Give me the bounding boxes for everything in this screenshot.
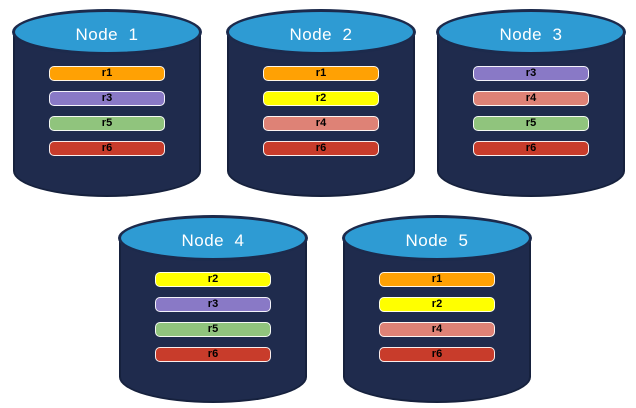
partition-bar: r1	[49, 66, 165, 81]
cylinder-body	[119, 238, 307, 403]
cylinder-top-ellipse: Node 1	[12, 9, 202, 55]
partition-bar: r5	[49, 116, 165, 131]
cylinder-body	[227, 32, 415, 197]
partition-bar: r6	[49, 141, 165, 156]
partition-bar: r5	[473, 116, 589, 131]
partition-bar: r1	[379, 272, 495, 287]
cylinder-top-ellipse: Node 5	[342, 215, 532, 261]
node-title: Node 5	[405, 230, 469, 250]
partition-list: r1 r2 r4 r6	[342, 272, 532, 362]
node-title: Node 3	[499, 24, 563, 44]
partition-bar: r2	[263, 91, 379, 106]
partition-bar: r6	[379, 347, 495, 362]
node-cylinder-5: Node 5 r1 r2 r4 r6	[342, 215, 532, 403]
cylinder-top-ellipse: Node 3	[436, 9, 626, 55]
partition-bar: r6	[473, 141, 589, 156]
partition-bar: r4	[263, 116, 379, 131]
partition-list: r3 r4 r5 r6	[436, 66, 626, 156]
partition-bar: r6	[263, 141, 379, 156]
partition-bar: r2	[379, 297, 495, 312]
partition-bar: r4	[379, 322, 495, 337]
cylinder-body	[343, 238, 531, 403]
cylinder-body	[13, 32, 201, 197]
node-title: Node 2	[289, 24, 353, 44]
cylinder-top-ellipse: Node 2	[226, 9, 416, 55]
partition-list: r1 r3 r5 r6	[12, 66, 202, 156]
node-title: Node 1	[75, 24, 139, 44]
partition-bar: r3	[473, 66, 589, 81]
node-cylinder-3: Node 3 r3 r4 r5 r6	[436, 9, 626, 197]
node-cylinder-1: Node 1 r1 r3 r5 r6	[12, 9, 202, 197]
partition-list: r1 r2 r4 r6	[226, 66, 416, 156]
partition-bar: r1	[263, 66, 379, 81]
partition-bar: r2	[155, 272, 271, 287]
cylinder-body	[437, 32, 625, 197]
node-title: Node 4	[181, 230, 245, 250]
node-cylinder-4: Node 4 r2 r3 r5 r6	[118, 215, 308, 403]
partition-bar: r3	[49, 91, 165, 106]
partition-bar: r6	[155, 347, 271, 362]
cylinder-top-ellipse: Node 4	[118, 215, 308, 261]
partition-bar: r3	[155, 297, 271, 312]
partition-bar: r5	[155, 322, 271, 337]
partition-bar: r4	[473, 91, 589, 106]
node-cylinder-2: Node 2 r1 r2 r4 r6	[226, 9, 416, 197]
partition-list: r2 r3 r5 r6	[118, 272, 308, 362]
